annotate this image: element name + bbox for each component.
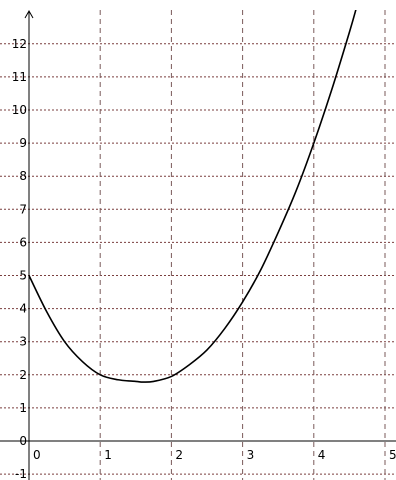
y-tick-label-9: 9: [19, 136, 27, 150]
y-tick-label-10: 10: [12, 103, 27, 117]
y-tick-label-11: 11: [12, 70, 27, 84]
y-tick-label-3: 3: [19, 335, 27, 349]
x-tick-label-5: 5: [389, 448, 396, 462]
y-tick-label-2: 2: [19, 368, 27, 382]
y-tick-label-4: 4: [19, 302, 27, 316]
y-tick-label-8: 8: [19, 169, 27, 183]
y-tick-label-12: 12: [12, 37, 27, 51]
x-tick-label-3: 3: [247, 448, 255, 462]
x-tick-label-4: 4: [318, 448, 326, 462]
curve-layer: [28, 10, 357, 383]
y-tick-label-1: 1: [19, 401, 27, 415]
x-tick-label-0: 0: [33, 448, 41, 462]
x-tick-label-1: 1: [104, 448, 112, 462]
axis-layer: [0, 9, 396, 480]
series-line-0: [28, 10, 357, 383]
y-tick-label--1: -1: [15, 467, 27, 480]
x-tick-label-2: 2: [175, 448, 183, 462]
y-tick-label-0: 0: [19, 434, 27, 448]
grid-layer: [0, 10, 396, 480]
y-tick-label-6: 6: [19, 235, 27, 249]
y-axis-arrow: [24, 9, 34, 19]
y-tick-label-5: 5: [19, 269, 27, 283]
y-tick-label-7: 7: [19, 202, 27, 216]
